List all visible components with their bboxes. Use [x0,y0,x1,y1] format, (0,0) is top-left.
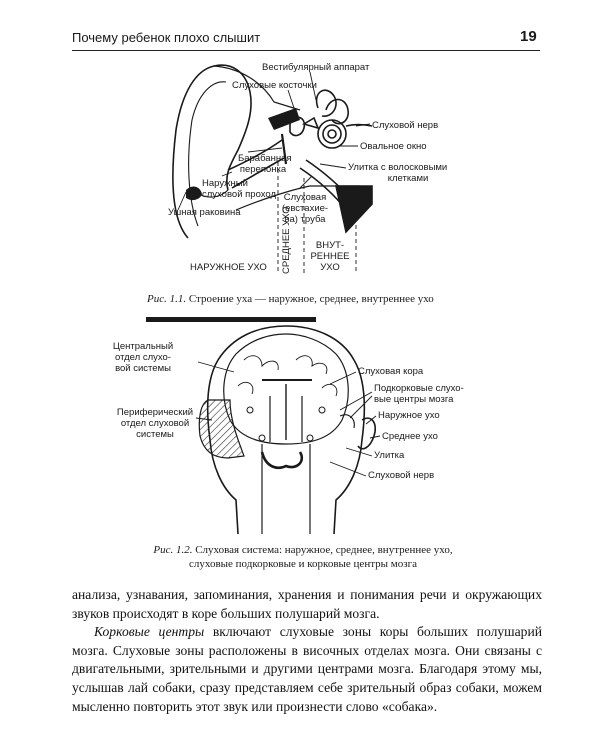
label-subcortical-centers-2: вые центры мозга [374,394,454,405]
label-central-section-3: вой системы [115,363,171,374]
figure2-caption-number: Рис. 1.2. [153,544,193,556]
label-auditory-nerve-2: Слуховой нерв [368,470,435,481]
paragraph-2: Корковые центры включают слуховые зоны к… [72,623,542,716]
label-inner-ear-zone-1: ВНУТ- [315,240,345,251]
label-auditory-nerve: Слуховой нерв [372,120,439,131]
figure1-caption-text: Строение уха — наружное, среднее, внутре… [186,293,434,305]
label-subcortical-centers-1: Подкорковые слухо- [374,383,464,394]
label-eustachian-tube-2: (евстахие- [281,203,329,214]
figure1-caption: Рис. 1.1. Строение уха — наружное, средн… [147,292,487,306]
body-text: анализа, узнавания, запоминания, хранени… [72,586,542,716]
label-cochlea-hair-cells-1: Улитка с волосковыми [348,162,448,173]
figure2-caption-line1: Рис. 1.2. Слуховая система: наружное, ср… [138,543,468,557]
label-peripheral-section-3: системы [136,429,174,440]
label-central-section-1: Центральный [112,341,174,352]
label-inner-ear-zone-3: УХО [320,262,340,273]
label-eardrum-2: перепонка [239,164,287,175]
label-outer-ear-zone: НАРУЖНОЕ УХО [190,262,267,273]
label-auditory-cortex: Слуховая кора [358,366,424,377]
figure1-caption-number: Рис. 1.1. [147,293,187,305]
label-eardrum-1: Барабанная [238,153,292,164]
label-cochlea-hair-cells-2: клетками [387,173,429,184]
label-auditory-ossicles: Слуховые косточки [232,80,317,91]
page-number: 19 [520,28,537,45]
label-vestibular-apparatus: Вестибулярный аппарат [262,62,370,73]
running-header-title: Почему ребенок плохо слышит [72,30,261,45]
label-auricle: Ушная раковина [168,207,241,218]
paragraph-2-text: включают слуховые зоны коры больших полу… [72,624,542,714]
paragraph-1: анализа, узнавания, запоминания, хранени… [72,587,542,621]
label-central-section-2: отдел слухо- [115,352,171,363]
figure2-caption-line2: слуховые подкорковые и корковые центры м… [189,558,417,570]
label-eustachian-tube-1: Слуховая [283,192,327,203]
label-ear-canal-2: слуховой проход [202,189,277,200]
label-cochlea: Улитка [374,450,405,461]
label-ear-canal-1: Наружный [202,178,248,189]
label-inner-ear-zone-2: РЕННЕЕ [310,251,350,262]
header-rule [72,50,540,51]
figure2-caption-text1: Слуховая система: наружное, среднее, вну… [192,544,453,556]
label-peripheral-section-2: отдел слуховой [120,418,190,429]
label-middle-ear: Среднее ухо [382,431,438,442]
label-eustachian-tube-3: ва) труба [284,214,326,225]
term-cortical-centers: Корковые центры [94,624,205,640]
label-oval-window: Овальное окно [360,141,427,152]
label-peripheral-section-1: Периферический [116,407,194,418]
label-outer-ear: Наружное ухо [378,410,440,421]
figure2-caption: Рис. 1.2. Слуховая система: наружное, ср… [138,543,468,571]
